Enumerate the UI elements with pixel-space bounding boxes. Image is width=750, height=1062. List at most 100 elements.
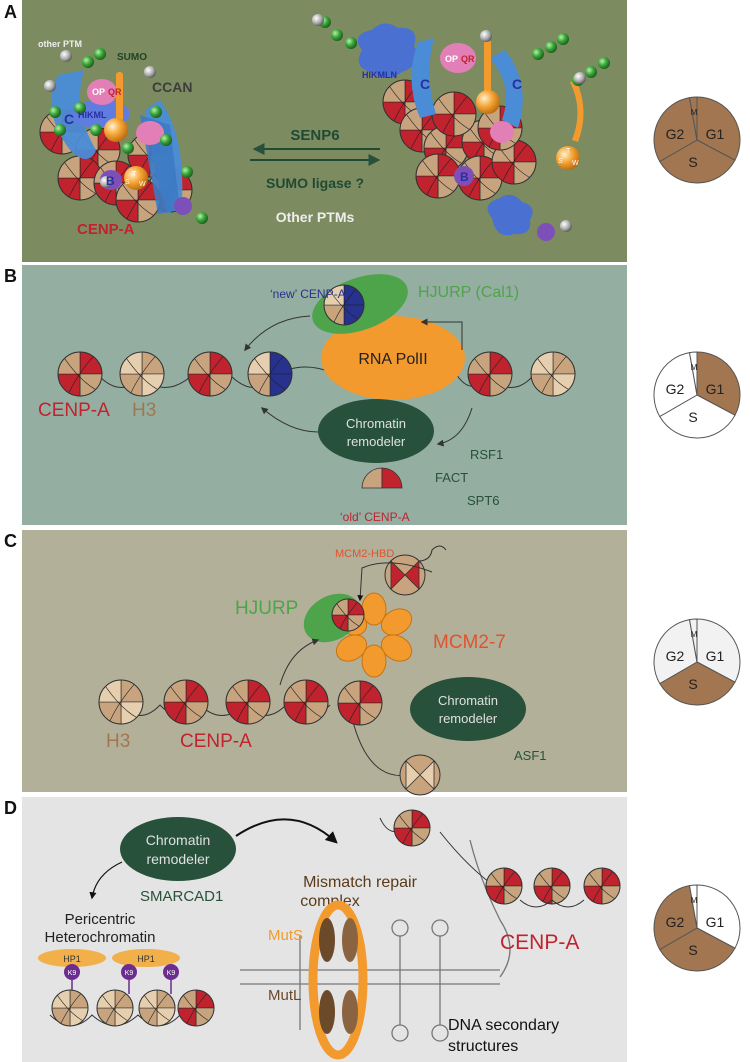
old-cenp-a-half — [361, 467, 403, 489]
mcm-hbd-arrow — [357, 562, 433, 602]
nucleosome — [98, 679, 144, 725]
b-label-left: B — [106, 174, 115, 188]
remodeler-d-arrow-left — [89, 861, 123, 900]
remodeler-c-line1: Chromatin — [438, 693, 498, 708]
pie-label-s: S — [688, 154, 697, 170]
pie-slice-g1 — [696, 96, 741, 161]
other-ptm-label: other PTM — [38, 39, 82, 49]
op-label-left: OP — [92, 87, 105, 97]
sumo-balls-right — [312, 14, 610, 232]
sumo-ball — [150, 106, 162, 118]
c-label-left: C — [64, 111, 74, 127]
nucleosome — [247, 351, 293, 397]
panel-b-letter: B — [4, 266, 17, 286]
nucleosome — [96, 989, 134, 1027]
ptm-ball — [574, 72, 586, 84]
sumo-ball — [49, 106, 61, 118]
muts-label: MutS — [268, 927, 303, 944]
remodeler-d-line2: remodeler — [146, 851, 209, 867]
pie-slice-g1 — [696, 618, 741, 683]
nucleosome — [187, 351, 233, 397]
mcm-subunit — [380, 608, 413, 636]
pie-slice-m — [688, 351, 698, 396]
ptm-ball — [312, 14, 324, 26]
ptm-ball — [560, 220, 572, 232]
nucleosome — [331, 598, 365, 632]
blue-blob-2 — [487, 194, 533, 236]
hikml-label: HIKML — [78, 110, 107, 120]
old-cenp-a-label: ‘old’ CENP-A — [340, 510, 410, 524]
nucleosome — [533, 867, 571, 905]
spt6-label: SPT6 — [467, 493, 500, 508]
heterochromatin-label: Heterochromatin — [45, 929, 156, 946]
orange-ball-right — [476, 90, 500, 114]
nucleosome — [393, 809, 431, 847]
panel-a-left-complex: other PTM SUMO CCAN HIKML OP QR C B T S … — [38, 39, 208, 238]
sumo-ball — [331, 29, 343, 41]
s-label-right: S — [558, 158, 563, 165]
sumo-ball — [545, 41, 557, 53]
nucleosome — [530, 351, 576, 397]
mutl-right — [342, 918, 358, 962]
k9-mark — [163, 964, 179, 980]
remodeler-b — [318, 399, 434, 463]
sumo-ball — [82, 56, 94, 68]
sumo-label: SUMO — [117, 52, 147, 63]
k9-mark — [64, 964, 80, 980]
cenp-a-label-c: CENP-A — [180, 731, 252, 752]
t-label-right: T — [566, 148, 571, 155]
cenp-a-label-b: CENP-A — [38, 400, 110, 421]
mcm2-hbd-label: MCM2-HBD — [335, 548, 394, 560]
h3-label-c: H3 — [106, 731, 130, 752]
hjurp-arrow-b — [244, 315, 311, 352]
remodeler-arrow-right — [436, 407, 473, 447]
nuc-group-d-left — [51, 989, 215, 1027]
s-label-left: S — [125, 179, 130, 186]
nucleosome — [177, 989, 215, 1027]
hjurp-label-c: HJURP — [235, 598, 298, 619]
orange-stalk — [116, 72, 123, 122]
tsw-ball — [124, 166, 148, 190]
orange-ball — [104, 118, 128, 142]
mcm2-7-label: MCM2-7 — [433, 632, 506, 653]
pie-label-g2: G2 — [666, 648, 685, 664]
sumo-ball — [557, 33, 569, 45]
pie-slice-g2 — [653, 352, 698, 418]
c-label-right-1: C — [420, 76, 430, 92]
sumo-ball — [90, 124, 102, 136]
hjurp-c-arrow — [279, 638, 320, 686]
cross-nucleosome-top — [384, 554, 426, 596]
nucleosome — [51, 989, 89, 1027]
pie-label-s: S — [688, 676, 697, 692]
panel-b-diagram: RNA PolII Chromatin remodeler ‘new’ CENP… — [38, 274, 576, 524]
new-cenp-a-nucleosome — [323, 284, 365, 326]
pie-label-s: S — [688, 409, 697, 425]
sumo-ball — [532, 48, 544, 60]
purple-blob-right — [537, 223, 555, 241]
pie-slice-m — [688, 618, 698, 663]
pie-slice-m — [688, 96, 698, 141]
pie-label-g1: G1 — [706, 381, 725, 397]
hp1-right — [112, 949, 180, 967]
pie-slice-g2 — [653, 885, 698, 951]
smarcad1-label: SMARCAD1 — [140, 888, 223, 905]
orange-stalk-right — [484, 40, 491, 95]
mcm-subunit — [335, 634, 368, 662]
opqr-complex — [87, 79, 117, 105]
nuc-group-c — [98, 679, 383, 726]
pie-label-g2: G2 — [666, 381, 685, 397]
fact-label: FACT — [435, 470, 468, 485]
sumo-ball — [122, 142, 134, 154]
remodeler-d — [120, 817, 236, 881]
pink-protein — [136, 121, 164, 145]
t-label-left: T — [132, 171, 137, 178]
panel-d-letter: D — [4, 798, 17, 818]
pie-label-m: M — [691, 896, 698, 905]
pie-label-g1: G1 — [706, 648, 725, 664]
pie-label-m: M — [691, 108, 698, 117]
pie-label-m: M — [691, 630, 698, 639]
pie-label-g1: G1 — [706, 126, 725, 142]
ptm-ball — [60, 50, 72, 62]
